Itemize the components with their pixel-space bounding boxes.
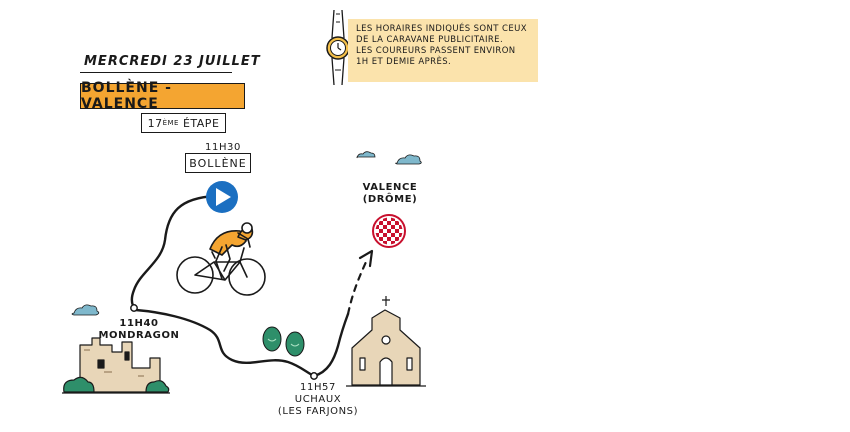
cyclist-icon bbox=[176, 222, 266, 296]
finish-town-name: Valence bbox=[362, 182, 418, 193]
route-line bbox=[130, 194, 350, 378]
finish-town: Valence (Drôme) bbox=[340, 182, 440, 206]
waypoint-mondragon-name: Mondragon bbox=[98, 330, 180, 341]
waypoint-uchaux-name: Uchaux bbox=[294, 394, 342, 405]
waypoint-uchaux-time: 11h57 bbox=[300, 382, 336, 393]
waypoint-mondragon-time: 11h40 bbox=[119, 318, 159, 329]
arrow-head-icon bbox=[358, 249, 374, 268]
tree-icon bbox=[262, 326, 305, 357]
waypoint-uchaux-detail: (Les Farjons) bbox=[277, 406, 359, 417]
castle-icon bbox=[62, 337, 170, 394]
note-line-1: Les horaires indiqués sont ceux bbox=[356, 24, 527, 34]
finish-town-detail: (Drôme) bbox=[362, 194, 418, 205]
stage-title: Bollène - Valence bbox=[80, 80, 245, 112]
waypoint-dot-mondragon bbox=[130, 304, 138, 312]
stage-number: 17 bbox=[147, 116, 163, 130]
waypoint-uchaux: 11h57 Uchaux (Les Farjons) bbox=[268, 382, 368, 418]
stage-number-badge: 17èmeétape bbox=[141, 113, 226, 133]
church-icon bbox=[346, 296, 426, 387]
route-dashed bbox=[346, 260, 368, 316]
note-line-4: 1h et demie après. bbox=[356, 57, 452, 67]
caravan-timing-note: Les horaires indiqués sont ceux de la ca… bbox=[348, 19, 538, 82]
start-town: Bollène bbox=[185, 153, 251, 173]
play-icon bbox=[206, 181, 238, 213]
start-time: 11h30 bbox=[205, 142, 241, 153]
stage-suffix: ème bbox=[162, 119, 179, 127]
checkered-flag-icon bbox=[372, 214, 406, 248]
stage-date: Mercredi 23 juillet bbox=[84, 54, 261, 69]
stage-label: étape bbox=[182, 116, 220, 130]
waypoint-mondragon: 11h40 Mondragon bbox=[96, 318, 182, 342]
date-underline bbox=[80, 72, 232, 73]
cloud-icon bbox=[71, 151, 422, 316]
note-line-2: de la caravane publicitaire. bbox=[356, 35, 504, 45]
waypoint-dot-uchaux bbox=[310, 372, 318, 380]
note-line-3: Les coureurs passent environ bbox=[356, 46, 516, 56]
